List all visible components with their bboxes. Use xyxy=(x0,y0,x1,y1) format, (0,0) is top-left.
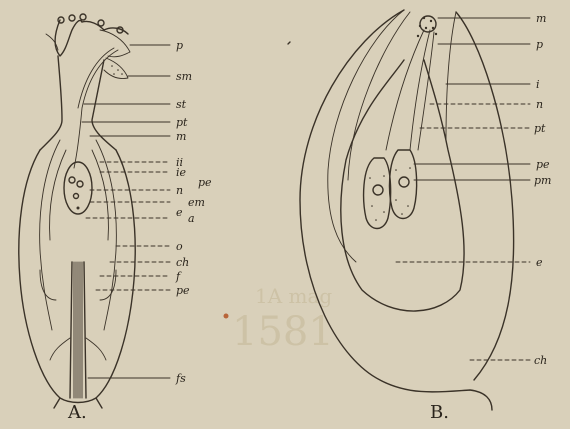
label-b-ch: ch xyxy=(534,354,547,367)
panel-a-labels: p sm st pt m ii ie pe n em e a o ch f pe… xyxy=(175,39,212,385)
panel-b-caption: B. xyxy=(430,402,449,423)
panel-b-labels: m p i n pt pe pm e ch xyxy=(534,12,551,367)
panel-a-caption: A. xyxy=(67,402,87,423)
bleed-line-2: 1581 xyxy=(232,309,334,355)
label-a-a: a xyxy=(188,212,195,225)
label-a-sm: sm xyxy=(176,70,192,83)
label-a-fs: fs xyxy=(175,372,186,385)
bleed-line-1: 1A mag xyxy=(255,284,332,308)
label-b-e: e xyxy=(536,256,543,269)
label-b-p: p xyxy=(536,38,543,51)
label-a-ch: ch xyxy=(176,256,189,269)
label-b-pt: pt xyxy=(534,122,546,135)
label-a-pe: pe xyxy=(198,176,212,189)
label-a-st: st xyxy=(176,98,187,111)
bleed-through-text: 1A mag 1581 xyxy=(232,284,334,355)
label-b-pm: pm xyxy=(534,174,551,187)
label-b-pe: pe xyxy=(536,158,550,171)
label-b-m: m xyxy=(536,12,546,25)
panel-a-leaders xyxy=(82,45,170,378)
label-a-o: o xyxy=(176,240,183,253)
label-a-m: m xyxy=(176,130,186,143)
panel-a-drawing xyxy=(19,14,135,408)
label-a-f: f xyxy=(175,270,182,283)
label-a-pt: pt xyxy=(176,116,188,129)
label-a-pe-lower: pe xyxy=(176,284,190,297)
label-a-e: e xyxy=(176,206,183,219)
label-a-ie: ie xyxy=(176,166,187,179)
label-b-n: n xyxy=(536,98,543,111)
label-a-em: em xyxy=(188,196,205,209)
label-a-p: p xyxy=(176,39,183,52)
stain-mark xyxy=(224,314,229,319)
label-a-n: n xyxy=(176,184,183,197)
label-b-i: i xyxy=(536,78,540,91)
